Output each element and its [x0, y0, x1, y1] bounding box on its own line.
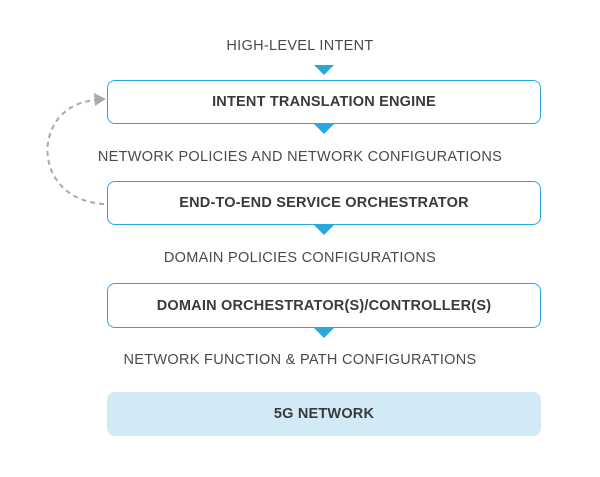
domain-orchestrator-label: DOMAIN ORCHESTRATOR(S)/CONTROLLER(S) — [156, 297, 492, 314]
down-arrow-icon — [314, 65, 334, 75]
end-to-end-service-orchestrator-label: END-TO-END SERVICE ORCHESTRATOR — [179, 195, 469, 211]
down-arrow-icon — [314, 328, 334, 338]
high-level-intent-label: HIGH-LEVEL INTENT — [226, 38, 374, 54]
domain-orchestrator-box: DOMAIN ORCHESTRATOR(S)/CONTROLLER(S) — [107, 283, 541, 328]
network-policies-label: NETWORK POLICIES AND NETWORK CONFIGURATI… — [97, 149, 503, 165]
5g-network-label: 5G NETWORK — [273, 406, 375, 422]
intent-translation-engine-box: INTENT TRANSLATION ENGINE — [107, 80, 541, 124]
5g-network-box: 5G NETWORK — [107, 392, 541, 436]
intent-translation-engine-label: INTENT TRANSLATION ENGINE — [212, 94, 436, 110]
domain-policies-label: DOMAIN POLICIES CONFIGURATIONS — [163, 250, 437, 266]
down-arrow-icon — [314, 124, 334, 134]
down-arrow-icon — [314, 225, 334, 235]
network-function-path-label: NETWORK FUNCTION & PATH CONFIGURATIONS — [123, 352, 477, 368]
end-to-end-service-orchestrator-box: END-TO-END SERVICE ORCHESTRATOR — [107, 181, 541, 225]
